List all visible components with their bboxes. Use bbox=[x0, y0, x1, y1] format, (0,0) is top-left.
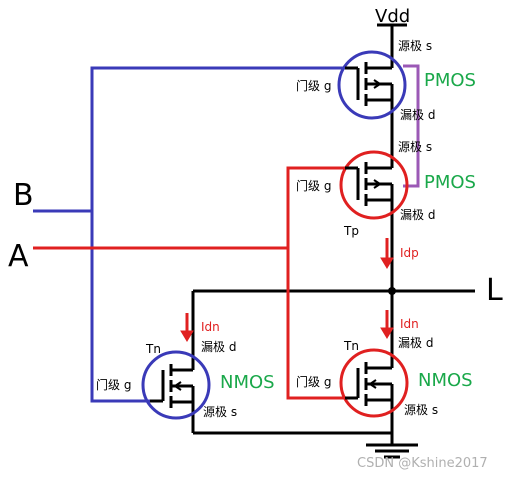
idp-label: Idp bbox=[400, 246, 419, 260]
black-wires bbox=[191, 25, 475, 445]
nmos-right-symbol bbox=[345, 360, 394, 406]
input-b-label: B bbox=[13, 178, 34, 213]
nmos-right-source-label: 源极 s bbox=[404, 403, 438, 417]
nmos-left-symbol bbox=[150, 362, 195, 408]
pmos-top-symbol bbox=[345, 62, 394, 108]
pmos-bottom-type-label: PMOS bbox=[424, 172, 476, 193]
idn-right-label: Idn bbox=[400, 317, 419, 331]
input-a-label: A bbox=[8, 239, 29, 274]
pmos-top-type-label: PMOS bbox=[424, 70, 476, 91]
nmos-left-name-label: Tn bbox=[145, 342, 161, 356]
nmos-right-name-label: Tn bbox=[343, 339, 359, 353]
watermark: CSDN @Kshine2017 bbox=[357, 456, 488, 471]
pmos-bottom-circle bbox=[339, 150, 409, 220]
idn-left-label: Idn bbox=[201, 320, 220, 334]
pmos-bottom-source-label: 源极 s bbox=[398, 140, 432, 154]
pmos-top-source-label: 源极 s bbox=[398, 39, 432, 53]
nmos-right-circle bbox=[339, 348, 409, 418]
pmos-bottom-drain-label: 漏极 d bbox=[400, 208, 435, 222]
nmos-left-source-label: 源极 s bbox=[203, 405, 237, 419]
wire-a bbox=[33, 166, 345, 400]
vdd-label: Vdd bbox=[375, 6, 410, 27]
pmos-bottom-symbol bbox=[345, 160, 394, 206]
nmos-right-gate-label: 门级 g bbox=[296, 374, 331, 389]
nmos-left-circle bbox=[141, 350, 211, 420]
pmos-top-drain-label: 漏极 d bbox=[400, 108, 435, 122]
output-node bbox=[388, 287, 396, 295]
pmos-bottom-name-label: Tp bbox=[343, 224, 359, 238]
nmos-right-drain-label: 漏极 d bbox=[398, 336, 433, 350]
ground-symbol bbox=[366, 443, 418, 459]
current-arrows bbox=[180, 238, 394, 342]
pmos-top-circle bbox=[337, 50, 407, 120]
output-l-label: L bbox=[486, 273, 503, 308]
wire-b bbox=[33, 66, 345, 403]
pmos-top-gate-label: 门级 g bbox=[296, 78, 331, 93]
nmos-right-type-label: NMOS bbox=[418, 370, 473, 391]
pmos-bottom-gate-label: 门级 g bbox=[296, 178, 331, 193]
nmos-left-drain-label: 漏极 d bbox=[201, 340, 236, 354]
nmos-left-type-label: NMOS bbox=[220, 372, 275, 393]
pmos-link bbox=[403, 64, 420, 188]
nmos-left-gate-label: 门级 g bbox=[96, 377, 131, 392]
